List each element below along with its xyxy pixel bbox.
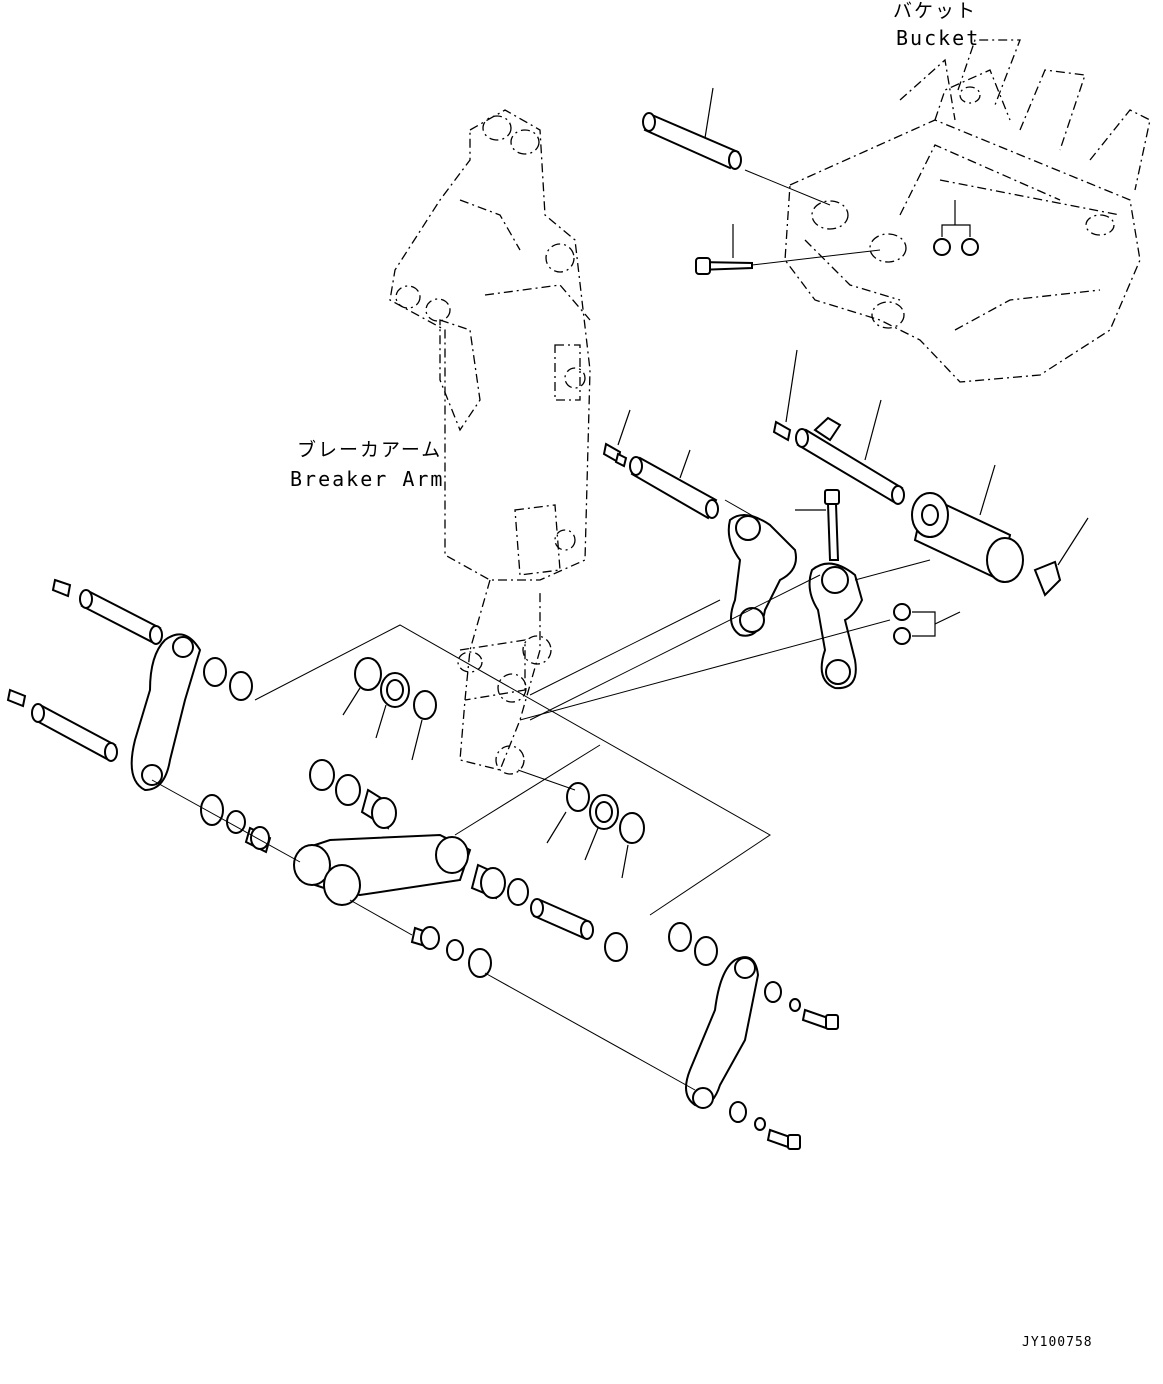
bucket-outline	[784, 39, 1151, 383]
breaker-arm-label-en: Breaker Arm	[290, 467, 445, 491]
bushing-right	[911, 464, 1024, 583]
link-bolt	[795, 489, 840, 561]
bucket-label-en: Bucket	[896, 26, 981, 50]
washers-left-lower	[200, 794, 272, 854]
washers-left-upper	[203, 657, 253, 701]
breaker-arm-label-jp: ブレーカアーム	[297, 439, 443, 461]
link-nuts	[893, 603, 961, 645]
washers-center-upper	[342, 657, 437, 761]
plug	[1033, 517, 1089, 597]
lower-bolt-lower	[729, 1101, 801, 1150]
link-pin	[795, 399, 905, 505]
bucket-bolt	[695, 224, 881, 275]
grease-fitting-center	[602, 409, 631, 468]
link-lower-right	[685, 956, 760, 1109]
bushings-hlink-right	[470, 863, 529, 906]
washers-lower	[410, 922, 718, 978]
washers-center-lower	[546, 782, 645, 879]
link-left	[130, 633, 202, 792]
link-right-a	[727, 514, 797, 637]
bushings-middle	[309, 759, 397, 830]
bucket-nuts	[933, 200, 979, 256]
bucket-label-jp: バケット	[893, 0, 978, 22]
grease-fitting-right	[772, 349, 798, 442]
drawing-id: JY100758	[1022, 1335, 1093, 1350]
bucket-pin	[642, 87, 742, 170]
lower-bolt-upper	[764, 981, 839, 1030]
left-pin-upper	[51, 578, 163, 645]
short-pin	[530, 898, 628, 962]
h-link	[293, 833, 472, 906]
connection-lines	[151, 499, 931, 1091]
left-pin-lower	[6, 688, 118, 762]
breaker-arm-outline	[389, 109, 591, 775]
link-right-b	[808, 562, 864, 690]
arm-pin	[629, 449, 719, 520]
